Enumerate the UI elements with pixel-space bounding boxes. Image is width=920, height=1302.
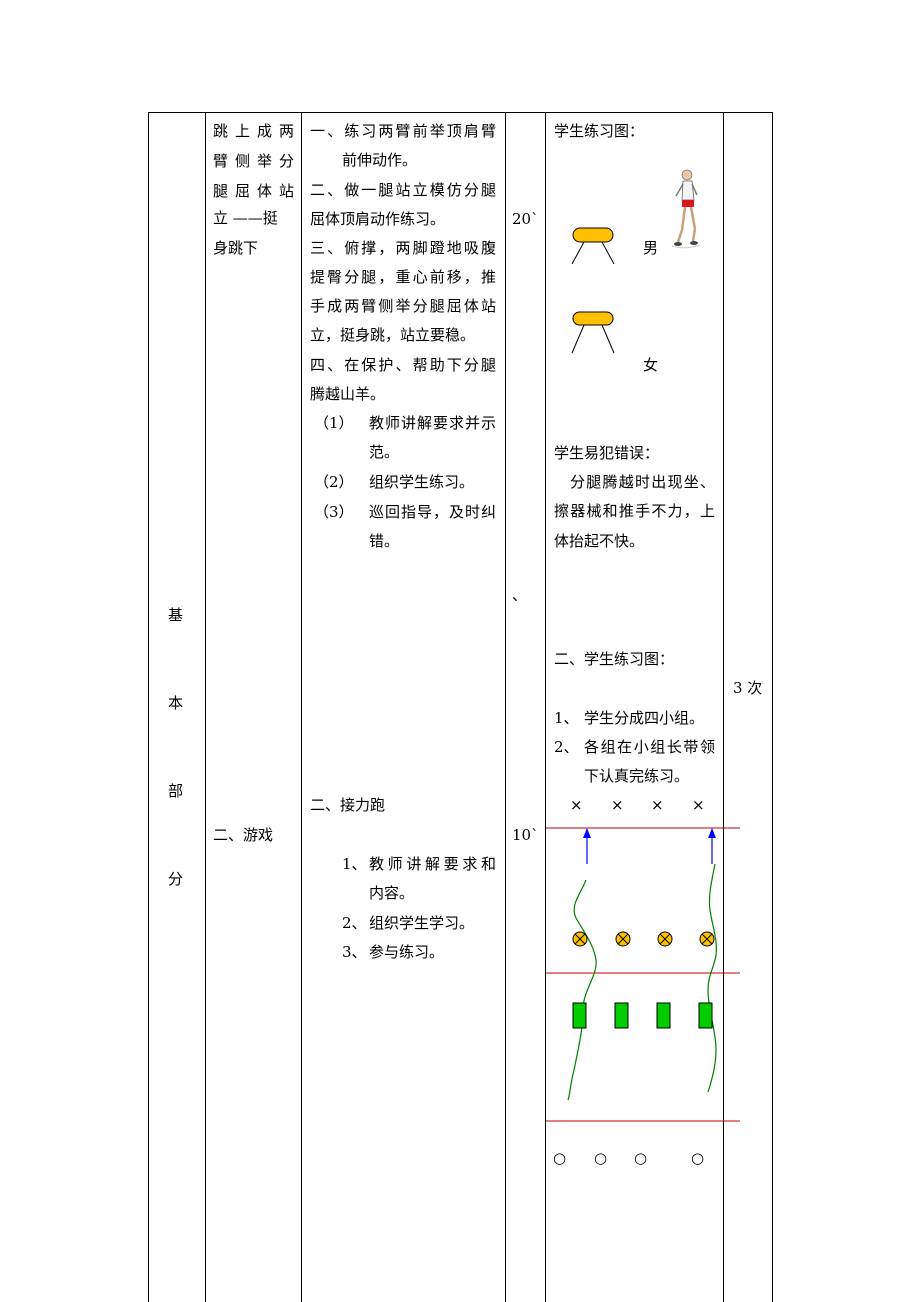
table-border-col5 xyxy=(723,112,724,1302)
method-sub-line: 错。 xyxy=(369,532,400,550)
item-text-line: 立 ——挺 xyxy=(213,209,278,227)
arrow-up-icon xyxy=(583,828,591,864)
diagram-list-number: 2、 xyxy=(554,738,579,756)
time-value: 10` xyxy=(512,826,539,844)
errors-title: 学生易犯错误： xyxy=(554,444,660,462)
section-label-char: 分 xyxy=(168,870,184,888)
running-path xyxy=(707,863,717,1093)
male-label: 男 xyxy=(643,239,659,257)
item-text-line: 腿屈体站 xyxy=(213,182,294,200)
method-step-line: 前伸动作。 xyxy=(342,151,418,169)
diagram-title-2: 二、学生练习图： xyxy=(554,650,675,668)
runner-figure-icon xyxy=(671,169,701,249)
diagram-title: 学生练习图： xyxy=(554,122,645,140)
green-block-icon xyxy=(698,1002,713,1029)
method-sub-number: （3） xyxy=(314,503,354,521)
table-border-col2 xyxy=(301,112,302,1302)
cone-marker-icon xyxy=(615,931,631,947)
method-sub-line: 范。 xyxy=(369,443,400,461)
green-block-icon xyxy=(656,1002,671,1029)
arrow-up-icon xyxy=(708,828,716,864)
method-step-line: 屈体顶肩动作练习。 xyxy=(310,210,446,228)
diagram-list-line: 各组在小组长带领 xyxy=(584,738,715,756)
green-block-icon xyxy=(614,1002,629,1029)
method-game-line: 内容。 xyxy=(369,884,415,902)
item-text-line: 臂侧举分 xyxy=(213,152,294,170)
method-game-number: 2、 xyxy=(342,914,367,932)
item-text-line: 身跳下 xyxy=(213,239,259,257)
method-step-line: 腾越山羊。 xyxy=(310,385,386,403)
method-step-line: 一、练习两臂前举顶肩臂 xyxy=(310,122,496,140)
time-value: 20` xyxy=(512,210,539,228)
method-step-line: 立，挺身跳，站立要稳。 xyxy=(310,326,476,344)
green-block-icon xyxy=(572,1002,587,1029)
section-label-char: 部 xyxy=(168,782,184,800)
section-label-char: 本 xyxy=(168,694,184,712)
circle-marker: ○ xyxy=(553,1149,567,1167)
vault-box-male xyxy=(571,227,615,265)
method-sub-number: （2） xyxy=(314,473,354,491)
section-label-char: 基 xyxy=(168,606,184,624)
cone-marker-icon xyxy=(657,931,673,947)
method-step-line: 提臀分腿，重心前移，推 xyxy=(310,268,496,286)
method-sub-number: （1） xyxy=(314,414,354,432)
item-text-line: 跳上成两 xyxy=(213,122,294,140)
cross-marker: × xyxy=(570,796,583,814)
time-mark: 、 xyxy=(512,586,528,604)
method-step-line: 四、在保护、帮助下分腿 xyxy=(310,356,496,374)
cross-marker: × xyxy=(611,796,624,814)
method-game-line: 参与练习。 xyxy=(369,943,445,961)
table-border-right xyxy=(772,112,773,1302)
errors-line: 分腿腾越时出现坐、 xyxy=(570,473,715,491)
cone-marker-icon xyxy=(699,931,715,947)
cross-marker: × xyxy=(651,796,664,814)
errors-line: 体抬起不快。 xyxy=(554,532,645,550)
table-top-border xyxy=(148,112,773,113)
circle-marker: ○ xyxy=(691,1149,705,1167)
item-game-title: 二、游戏 xyxy=(213,826,274,844)
repetition-count: 3 次 xyxy=(733,679,763,697)
method-game-title: 二、接力跑 xyxy=(310,796,386,814)
method-game-number: 1、 xyxy=(342,855,367,873)
table-border-col1 xyxy=(205,112,206,1302)
circle-marker: ○ xyxy=(594,1149,608,1167)
running-path xyxy=(567,879,597,1101)
method-sub-line: 教师讲解要求并示 xyxy=(369,414,496,432)
cross-marker: × xyxy=(692,796,705,814)
method-sub-line: 巡回指导，及时纠 xyxy=(369,503,496,521)
method-sub-line: 组织学生练习。 xyxy=(369,473,475,491)
method-game-line: 教师讲解要求和 xyxy=(369,855,496,873)
vault-box-female xyxy=(571,311,615,354)
table-border-col4 xyxy=(545,112,546,1302)
diagram-list-number: 1、 xyxy=(554,709,579,727)
female-label: 女 xyxy=(643,356,659,374)
method-game-number: 3、 xyxy=(342,943,367,961)
table-border-col3 xyxy=(505,112,506,1302)
errors-line: 擦器械和推手不力，上 xyxy=(554,502,715,520)
method-step-line: 三、俯撑，两脚蹬地吸腹 xyxy=(310,239,496,257)
diagram-list-line: 学生分成四小组。 xyxy=(584,709,705,727)
circle-marker: ○ xyxy=(634,1149,648,1167)
table-border-left xyxy=(148,112,149,1302)
method-step-line: 二、做一腿站立模仿分腿 xyxy=(310,181,496,199)
diagram-list-line: 下认真完练习。 xyxy=(584,767,690,785)
method-step-line: 手成两臂侧举分腿屈体站 xyxy=(310,297,496,315)
cone-marker-icon xyxy=(572,931,588,947)
method-game-line: 组织学生学习。 xyxy=(369,914,475,932)
